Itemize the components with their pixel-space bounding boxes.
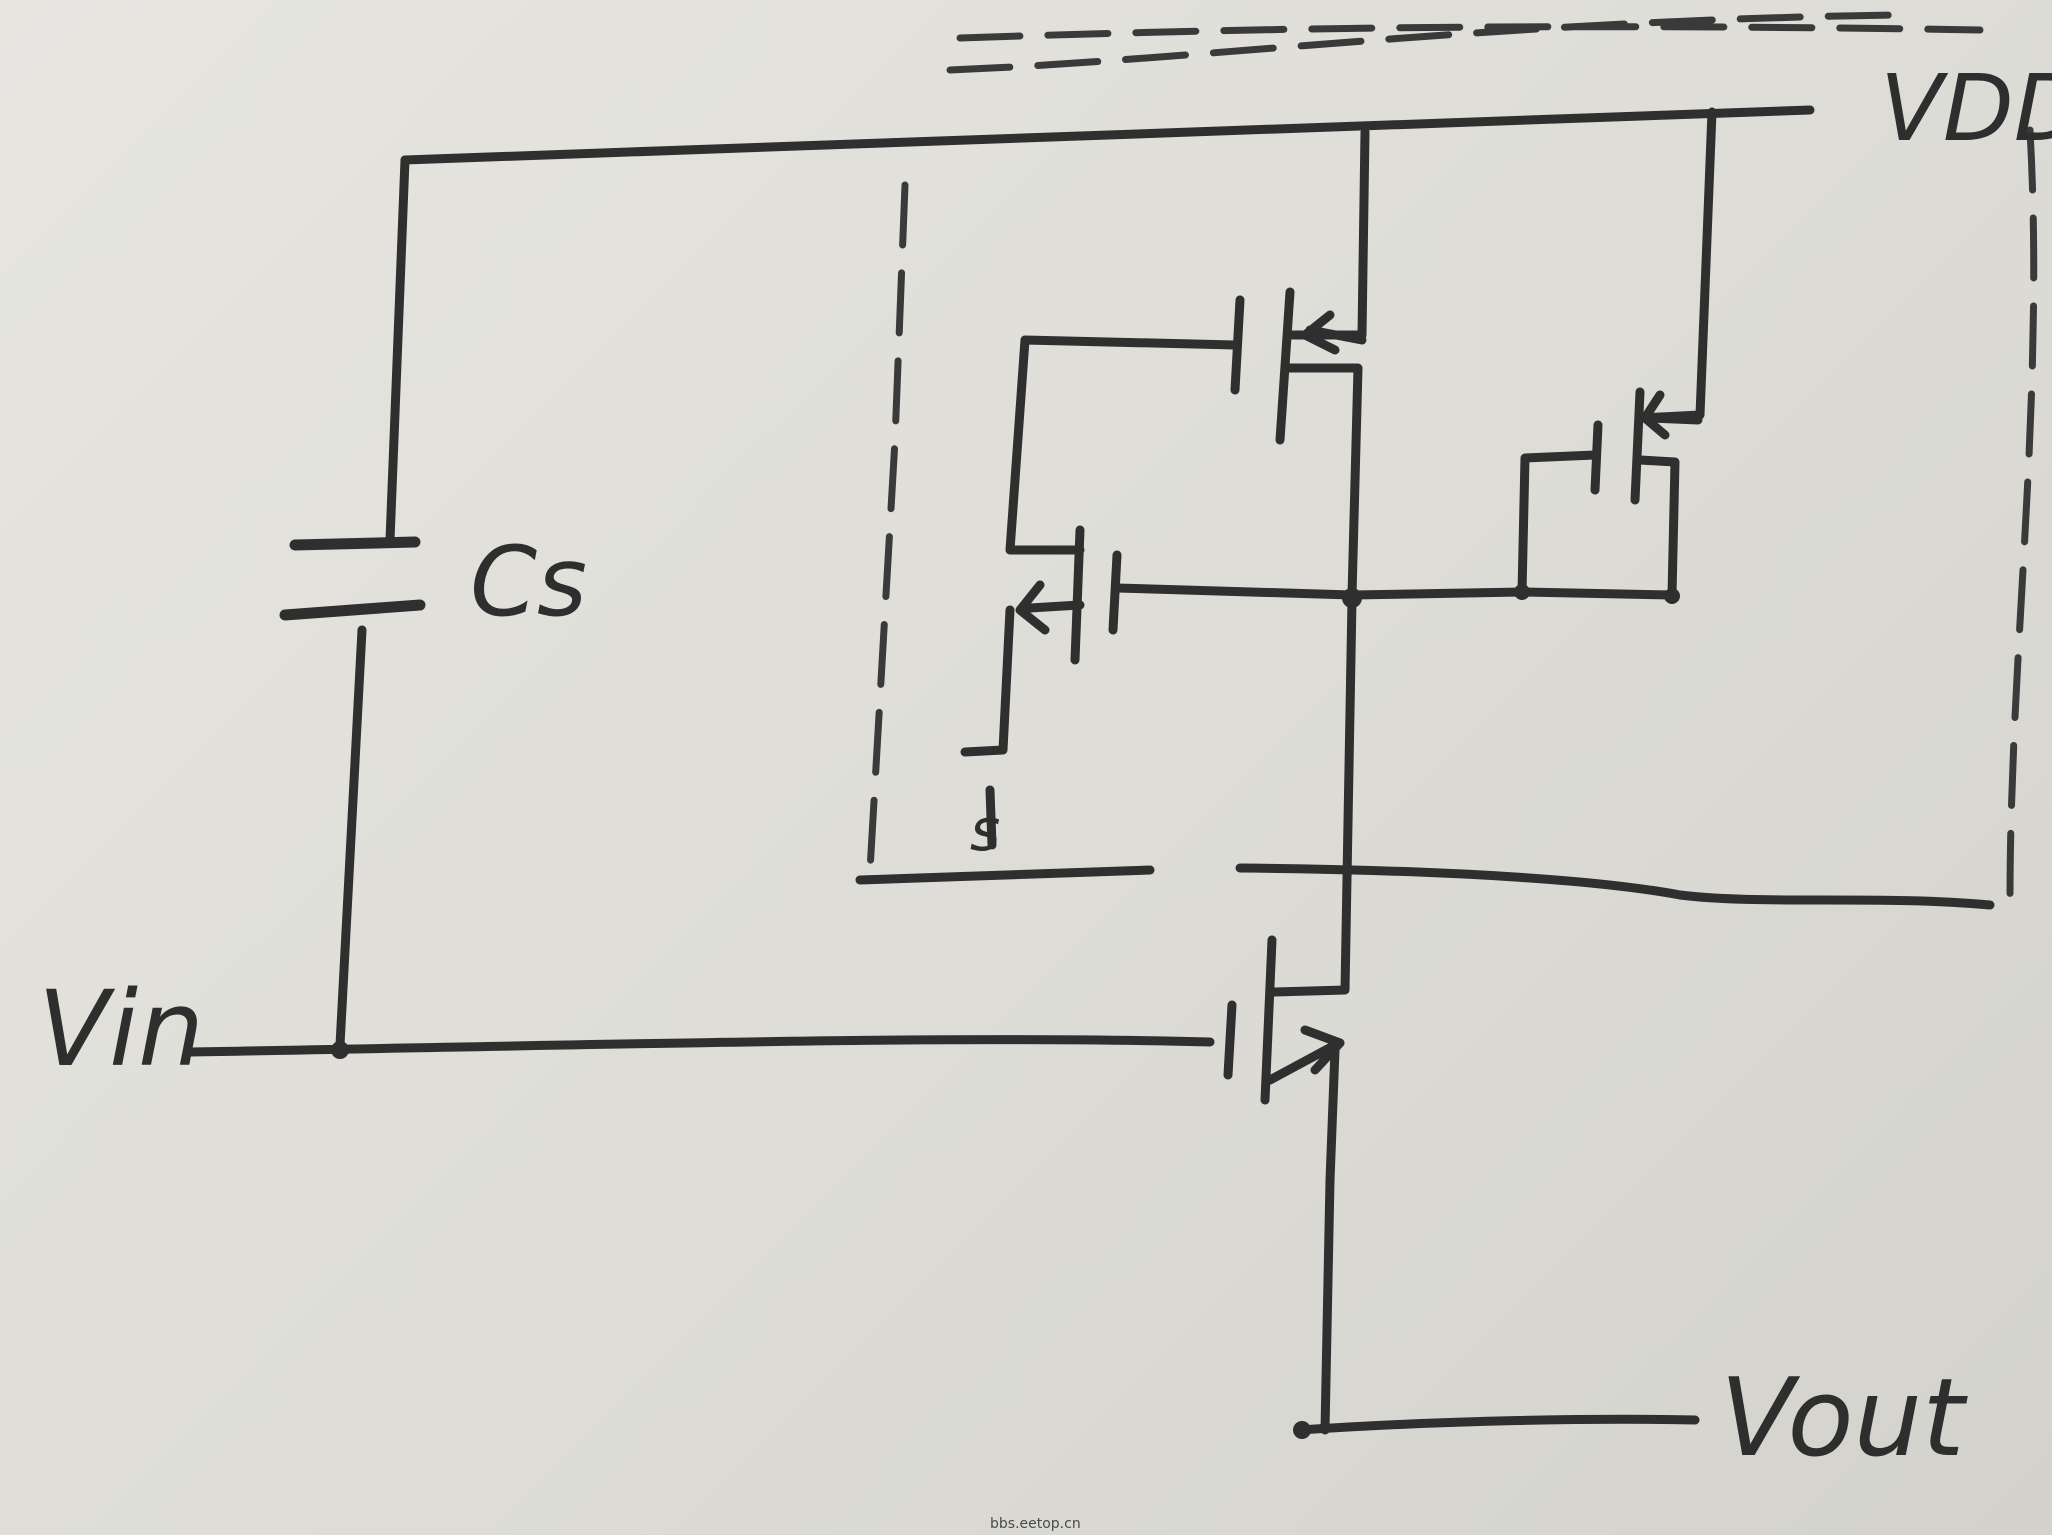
m4-source-to-vout <box>1320 1045 1340 1435</box>
vin-wire <box>185 1035 1215 1057</box>
s-label: s <box>970 796 1000 864</box>
vout-wire <box>1295 1414 1700 1435</box>
m3-channel <box>1630 387 1645 505</box>
cs-bottom-lead <box>335 625 367 1050</box>
cs-bottom-plate <box>279 599 426 621</box>
m2-arrow <box>1015 580 1085 635</box>
vdd-label: VDD <box>1880 55 2052 162</box>
m2-gate-wire <box>1112 583 1357 600</box>
vout-node <box>1293 1421 1311 1439</box>
m3-drain-wire <box>1635 455 1680 600</box>
m2-lower-wire <box>960 605 1015 757</box>
m1-drain-down <box>1280 363 1363 600</box>
vin-label: Vin <box>38 968 204 1090</box>
m3-gate-node <box>1514 584 1530 600</box>
dashed-outline-left <box>866 181 909 874</box>
vdd-rail <box>400 105 1815 165</box>
dashed-outline-right <box>2006 126 2038 904</box>
s-mark-stroke <box>985 785 997 850</box>
vout-label: Vout <box>1720 1356 1968 1481</box>
m3-drain-node <box>1664 588 1680 604</box>
cs-top-lead <box>385 155 410 545</box>
m3-source-drop <box>1635 107 1717 423</box>
mid-node-wire <box>1347 587 1677 600</box>
m2-channel <box>1070 525 1085 665</box>
m1-gate-wire <box>1005 335 1240 555</box>
m3-arrow <box>1640 390 1703 440</box>
m1-source-drop <box>1285 127 1370 340</box>
vin-node <box>331 1041 349 1059</box>
watermark: bbs.eetop.cn <box>990 1516 1081 1532</box>
dashed-outline-top-2 <box>956 23 1984 42</box>
m3-gate-wire <box>1517 450 1600 597</box>
m1-body-arrow <box>1300 310 1367 355</box>
m2-gate-plate <box>1108 550 1122 635</box>
m4-source-arrow <box>1265 1025 1345 1085</box>
dashed-outline-top <box>946 11 1904 74</box>
mid-to-m4-drain <box>1270 595 1357 997</box>
m4-channel <box>1260 935 1277 1105</box>
cs-top-plate <box>289 536 421 551</box>
outline-bottom <box>855 863 1995 910</box>
m4-gate-plate <box>1223 1000 1237 1080</box>
cs-label: Cs <box>470 526 587 638</box>
